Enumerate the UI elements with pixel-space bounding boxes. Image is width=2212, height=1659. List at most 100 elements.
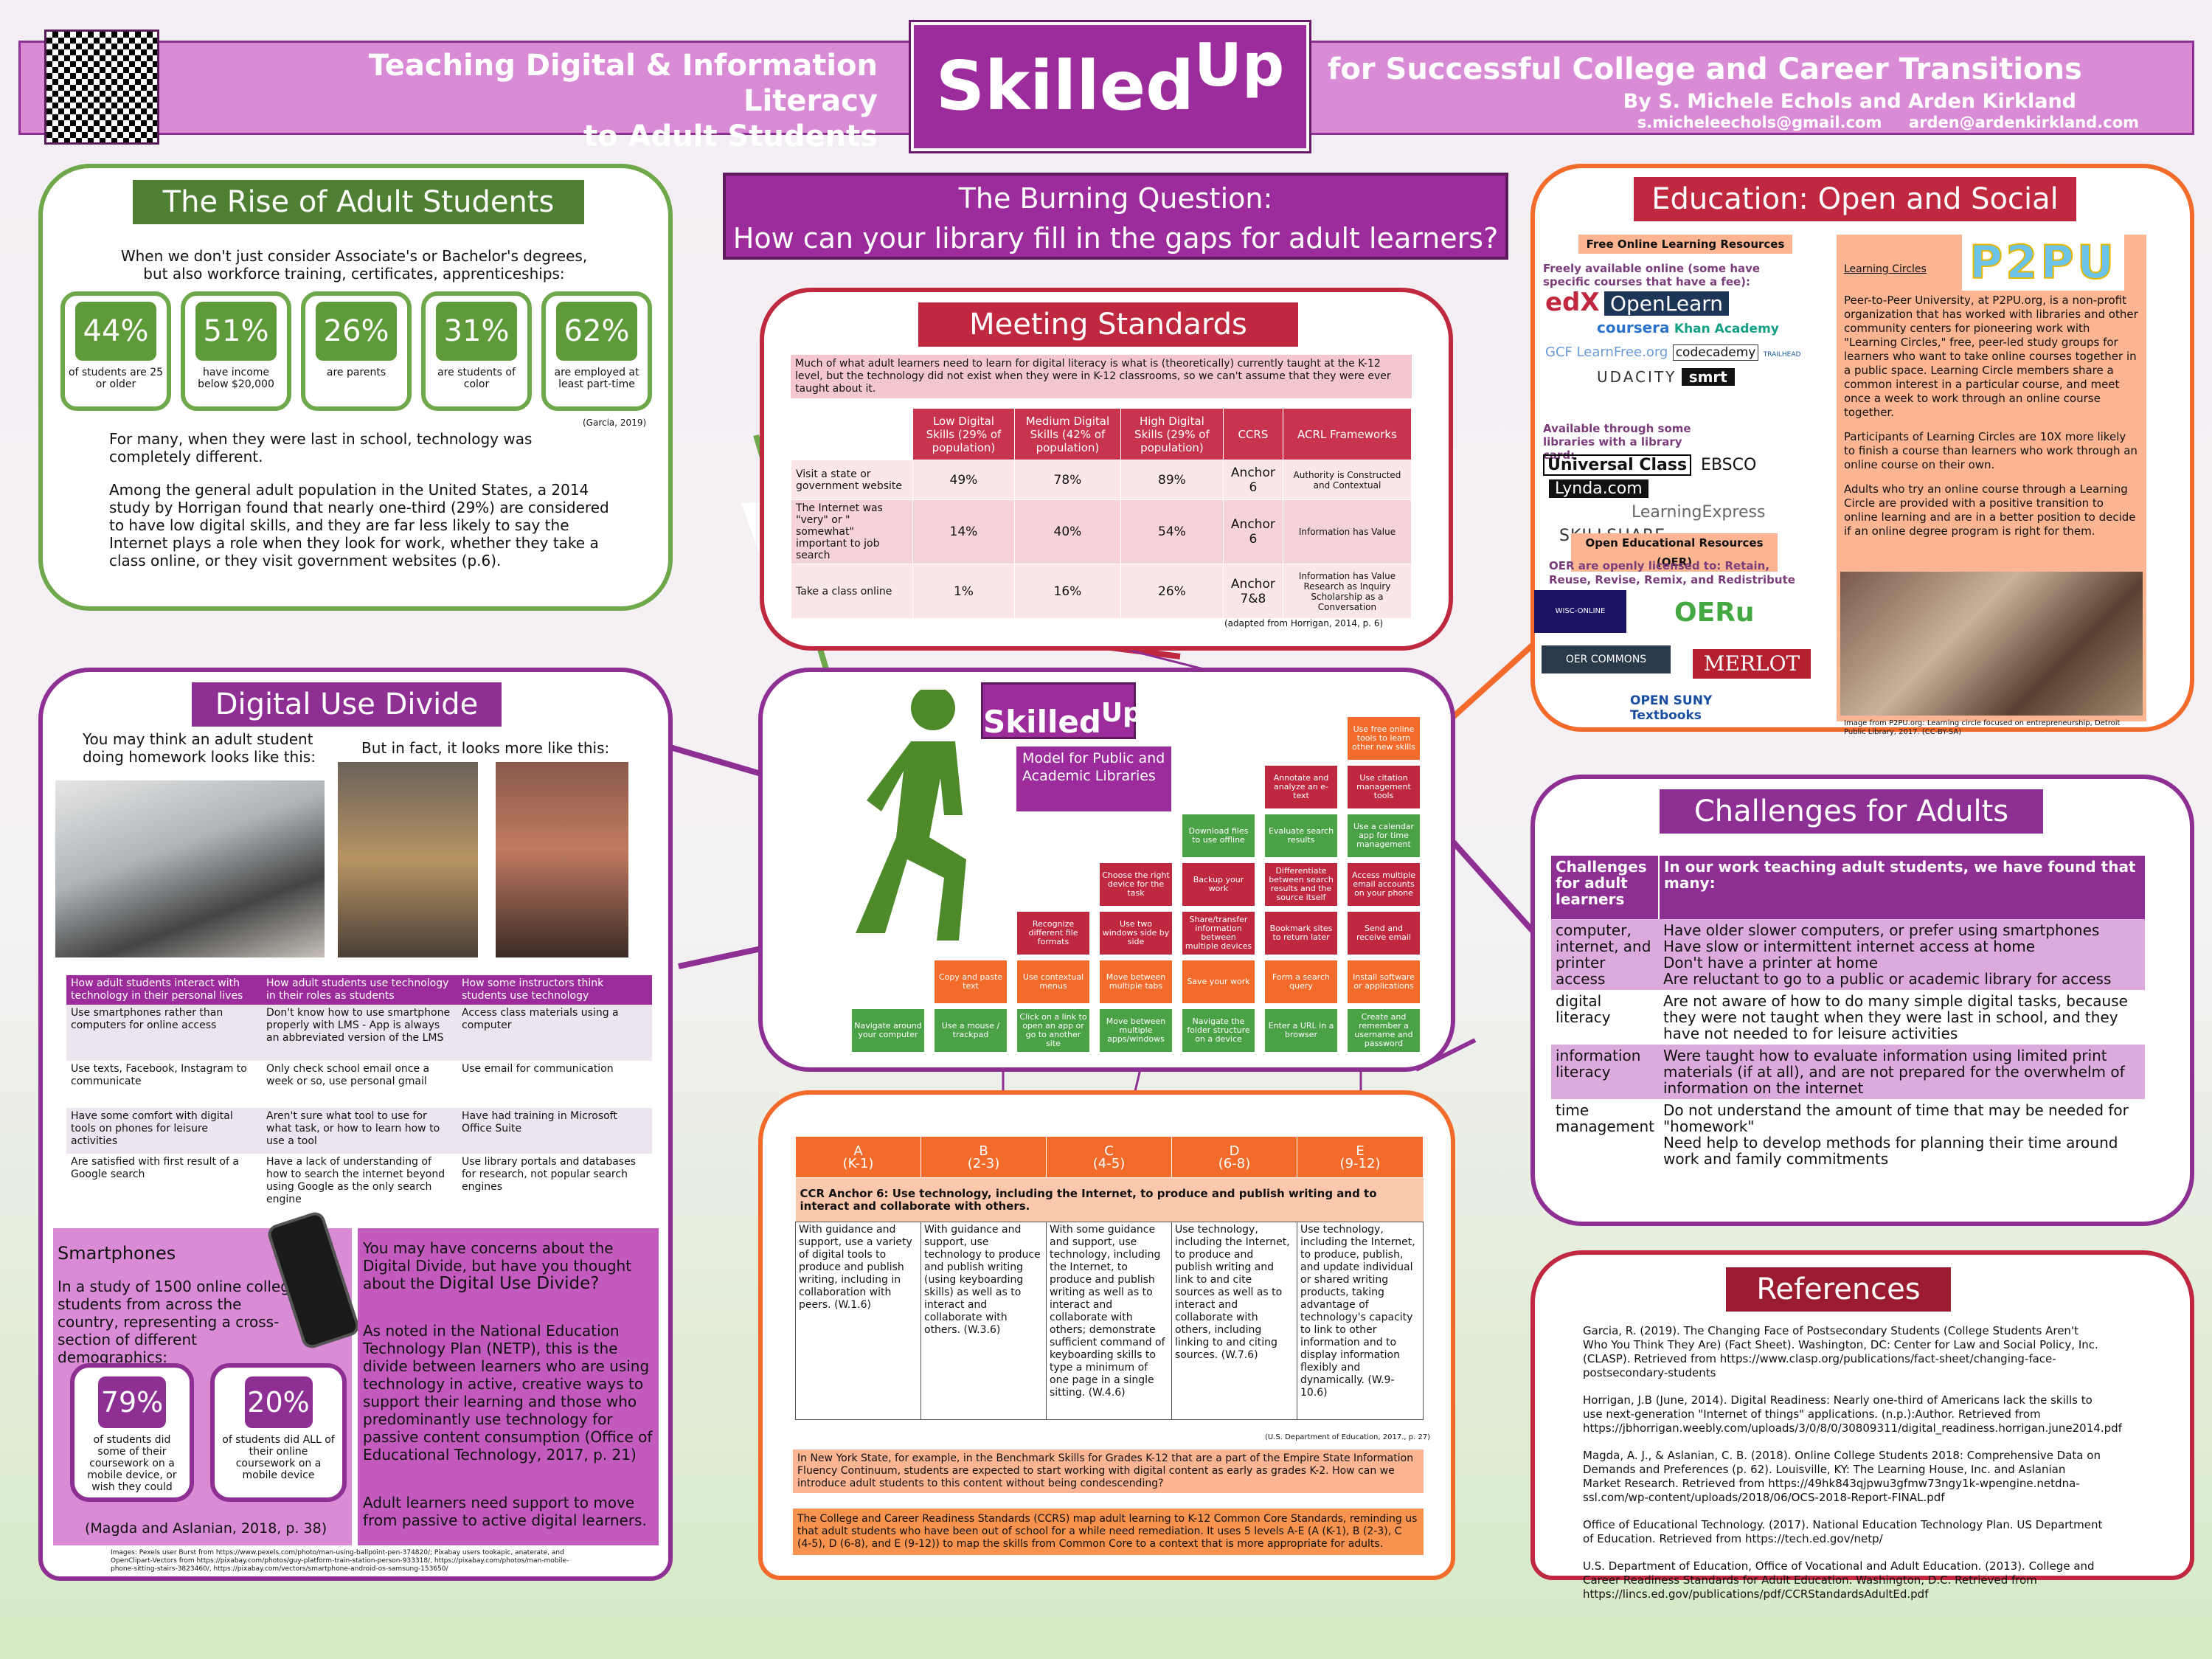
- reference-link[interactable]: https://jbhorrigan.weebly.com/uploads/3/…: [1583, 1421, 2122, 1435]
- skill-tile: Backup your work: [1182, 863, 1255, 906]
- skill-tile: Bookmark sites to return later: [1265, 912, 1337, 955]
- library-note: Available through some libraries with a …: [1543, 422, 1691, 462]
- standing-phone-photo: [338, 762, 478, 957]
- reference-link[interactable]: https://lincs.ed.gov/publications/pdf/CC…: [1583, 1587, 1929, 1601]
- level-e: E(9-12): [1297, 1136, 1424, 1178]
- skill-tile: Evaluate search results: [1265, 814, 1337, 857]
- email-echols[interactable]: s.micheleechols@gmail.com: [1637, 114, 1882, 131]
- trailhead-logo: TRAILHEAD: [1763, 351, 1801, 359]
- merlot-logo: MERLOT: [1693, 649, 1811, 679]
- level-d: D(6-8): [1171, 1136, 1297, 1178]
- openlearn-logo: OpenLearn: [1603, 291, 1730, 316]
- skill-tile: Differentiate between search results and…: [1265, 863, 1337, 906]
- email-kirkland[interactable]: arden@ardenkirkland.com: [1908, 114, 2139, 131]
- reference-link[interactable]: https://tech.ed.gov/netp/: [1744, 1532, 1883, 1545]
- p2pu-logo: P2PU: [1962, 235, 2124, 291]
- ebsco-logo: EBSCO: [1701, 456, 1757, 474]
- photo-credit: Image from P2PU.org: Learning circle foc…: [1844, 719, 2121, 736]
- reference-item: Office of Educational Technology. (2017)…: [1583, 1518, 2103, 1545]
- skill-tile: Use a mouse / trackpad: [935, 1009, 1007, 1052]
- ccr-anchor: CCR Anchor 6: Use technology, including …: [795, 1177, 1424, 1222]
- homework-photo: [55, 780, 325, 957]
- skill-tile: Choose the right device for the task: [1100, 863, 1172, 906]
- codecademy-logo: codecademy: [1672, 344, 1759, 361]
- lc-p3: Adults who try an online course through …: [1844, 482, 2136, 538]
- edx-logo: edX: [1545, 288, 1600, 317]
- udacity-logo: UDACITY: [1597, 368, 1677, 386]
- free-label: Free Online Learning Resources: [1578, 235, 1792, 254]
- rise-p2: Among the general adult population in th…: [109, 481, 609, 569]
- challenges-panel: [1530, 775, 2194, 1226]
- table-row: The Internet was "very" or " somewhat" i…: [791, 499, 1412, 564]
- lc-p1: Peer-to-Peer University, at P2PU.org, is…: [1844, 294, 2138, 419]
- skill-tile: Save your work: [1182, 960, 1255, 1003]
- title-left-line2: to Adult Students: [583, 120, 878, 153]
- reference-item: U.S. Department of Education, Office of …: [1583, 1559, 2095, 1601]
- open-title: Education: Open and Social: [1634, 177, 2076, 221]
- skill-tile: Use two windows side by side: [1100, 912, 1172, 955]
- ny-note: In New York State, for example, in the B…: [793, 1450, 1424, 1493]
- skill-tile: Move between multiple apps/windows: [1100, 1009, 1172, 1052]
- rise-p1: For many, when they were last in school,…: [109, 430, 533, 465]
- title-left-line1: Teaching Digital & Information Literacy: [368, 49, 878, 118]
- burning-question: The Burning Question:How can your librar…: [723, 173, 1508, 260]
- stat-card: 51%have income below $20,000: [181, 291, 291, 411]
- free-note: Freely available online (some have speci…: [1543, 262, 1761, 288]
- references-title: References: [1726, 1267, 1951, 1312]
- standards-table: Low Digital Skills (29% of population)Me…: [791, 408, 1412, 619]
- level-b: B(2-3): [920, 1136, 1047, 1178]
- authors: By S. Michele Echols and Arden Kirkland: [1623, 90, 2076, 113]
- table-row: Use smartphones rather than computers fo…: [66, 1005, 652, 1061]
- skill-tile: Copy and paste text: [935, 960, 1007, 1003]
- concern-big: Digital Use Divide?: [439, 1274, 600, 1293]
- stairs-phone-photo: [496, 762, 628, 957]
- skill-tile: Use free online tools to learn other new…: [1348, 717, 1420, 760]
- netp-box: [358, 1228, 659, 1545]
- model-logo: SkilledUp: [981, 682, 1142, 740]
- khan-logo: Khan Academy: [1674, 322, 1779, 336]
- reference-link[interactable]: https://www.clasp.org/publications/fact-…: [1583, 1352, 2056, 1379]
- climbing-figure-icon: [841, 686, 999, 970]
- skill-tile: Recognize different file formats: [1017, 912, 1089, 955]
- reference-link[interactable]: https://49hk843qjpwu3gfmw73ngy1k-wpengin…: [1583, 1477, 2080, 1504]
- stat-card: 26%are parents: [301, 291, 412, 411]
- coursera-logo: coursera: [1597, 319, 1670, 336]
- level-a: A(K-1): [795, 1136, 921, 1178]
- qr-code: [44, 30, 159, 145]
- divide-left-caption: You may think an adult student doing hom…: [83, 730, 316, 766]
- rise-stats: 44%of students are 25 or older 51%have i…: [60, 291, 652, 411]
- ccrs-note: The College and Career Readiness Standar…: [793, 1509, 1424, 1555]
- divide-table: How adult students interact with technol…: [66, 975, 652, 1210]
- ccr-cite: (U.S. Department of Education, 2017., p.…: [1265, 1433, 1431, 1441]
- oer-note: OER are openly licensed to: Retain, Reus…: [1549, 559, 1795, 586]
- skill-tile: Install software or applications: [1348, 960, 1420, 1003]
- universal-class-logo: Universal Class: [1543, 454, 1692, 476]
- standards-intro: Much of what adult learners need to lear…: [791, 355, 1412, 398]
- oeru-logo: OERu: [1674, 598, 1755, 628]
- skill-tile: Annotate and analyze an e-text: [1265, 766, 1337, 808]
- wisc-online-logo: WISC-ONLINE: [1534, 590, 1626, 633]
- skill-tile: Download files to use offline: [1182, 814, 1255, 857]
- skill-tile: Navigate the folder structure on a devic…: [1182, 1009, 1255, 1052]
- stat-card: 62%are employed at least part-time: [541, 291, 652, 411]
- level-c: C(4-5): [1046, 1136, 1172, 1178]
- sp-stat-card: 20% of students did ALL of their online …: [210, 1363, 347, 1502]
- model-subtitle: Model for Public and Academic Libraries: [1016, 747, 1171, 811]
- image-credits: Images: Pexels user Burst from https://w…: [111, 1549, 569, 1573]
- skilledup-logo: SkilledUp: [909, 20, 1311, 153]
- lc-heading: Learning Circles: [1844, 263, 1927, 275]
- oer-logos: WISC-ONLINE OERu OER COMMONS MERLOT OPEN…: [1534, 590, 1822, 738]
- table-row: Have some comfort with digital tools on …: [66, 1108, 652, 1154]
- skill-tile: Enter a URL in a browser: [1265, 1009, 1337, 1052]
- table-row: Use texts, Facebook, Instagram to commun…: [66, 1061, 652, 1108]
- sp-stat-card: 79% of students did some of their course…: [70, 1363, 194, 1502]
- reference-item: Garcia, R. (2019). The Changing Face of …: [1583, 1324, 2098, 1379]
- lynda-logo: Lynda.com: [1549, 479, 1648, 498]
- open-suny-logo: OPEN SUNY Textbooks: [1630, 693, 1713, 723]
- netp-text: As noted in the National Education Techn…: [363, 1322, 653, 1464]
- reference-item: Magda, A. J., & Aslanian, C. B. (2018). …: [1583, 1449, 2101, 1504]
